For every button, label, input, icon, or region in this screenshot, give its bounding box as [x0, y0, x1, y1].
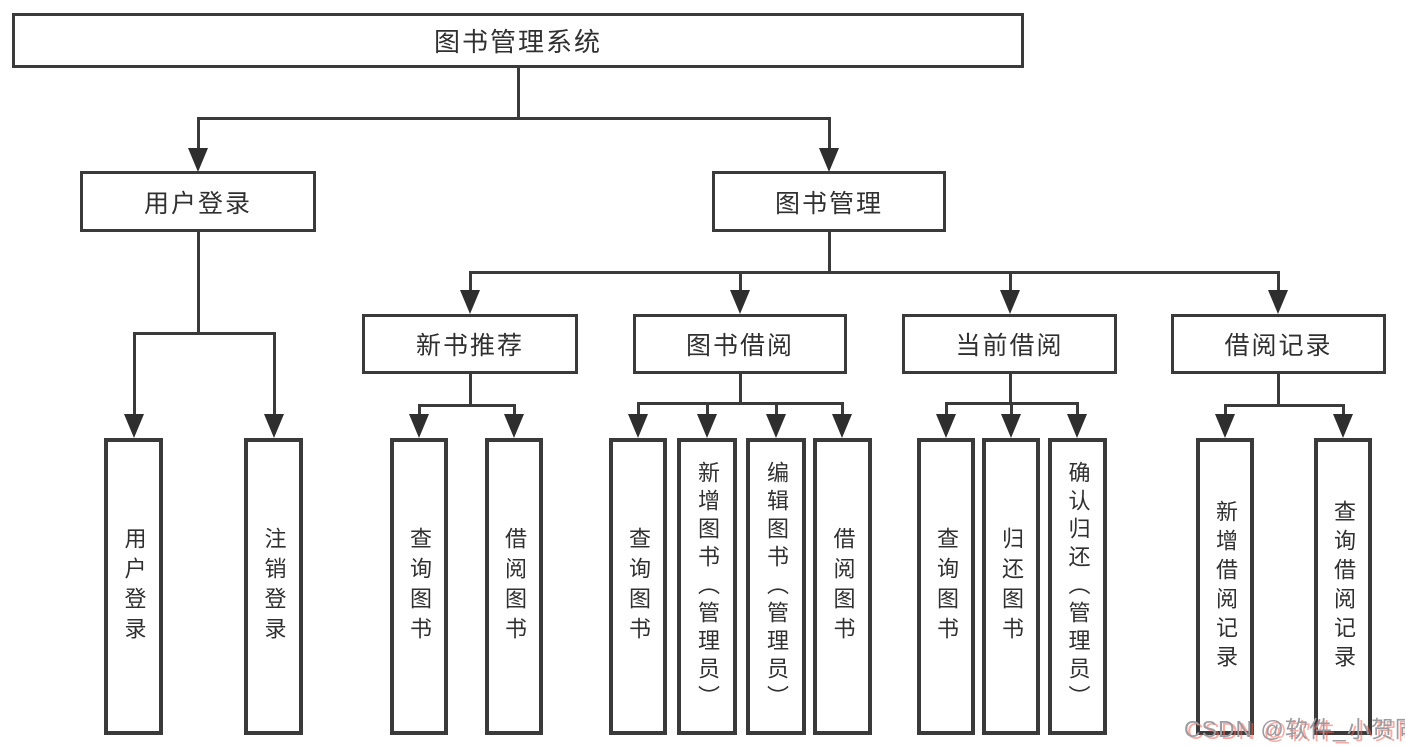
- connector-line-v: [774, 402, 778, 416]
- arrow-down-icon: [264, 414, 284, 438]
- connector-line-h: [1223, 403, 1345, 407]
- arrow-down-icon: [697, 414, 717, 438]
- leaf-label: 查询图书: [626, 526, 651, 647]
- arrow-down-icon: [188, 148, 208, 172]
- connector-line-v: [738, 374, 742, 404]
- arrow-down-icon: [1001, 414, 1021, 438]
- leaf-query-books-current: 查询图书: [917, 438, 975, 735]
- connector-line-v: [841, 402, 844, 416]
- connector-line-v: [1008, 374, 1012, 404]
- connector-line-v: [1009, 402, 1013, 416]
- leaf-label: 查询图书: [407, 526, 432, 647]
- arrow-down-icon: [1067, 414, 1087, 438]
- leaf-query-borrow-record: 查询借阅记录: [1314, 438, 1372, 735]
- connector-line-v: [827, 232, 831, 273]
- connector-line-v: [196, 232, 200, 333]
- leaf-label: 借阅图书: [502, 526, 527, 647]
- connector-line-v: [636, 402, 640, 416]
- leaf-user-login: 用户登录: [104, 438, 163, 735]
- connector-line-v: [738, 270, 742, 292]
- leaf-label: 新增借阅记录: [1213, 499, 1238, 674]
- node-book-management: 图书管理: [712, 171, 946, 232]
- connector-line-v: [944, 402, 948, 416]
- leaf-label: 借阅图书: [830, 526, 856, 647]
- leaf-return-book: 归还图书: [982, 438, 1040, 735]
- arrow-down-icon: [1000, 290, 1020, 314]
- connector-line-v: [1008, 270, 1012, 292]
- arrow-down-icon: [936, 414, 956, 438]
- connector-line-h: [468, 270, 1280, 274]
- connector-line-v: [1276, 374, 1280, 406]
- arrow-down-icon: [124, 414, 144, 438]
- node-user-login: 用户登录: [80, 171, 316, 232]
- leaf-label: 用户登录: [121, 526, 147, 647]
- connector-line-v: [1341, 403, 1345, 416]
- node-library-management-system: 图书管理系统: [12, 13, 1024, 68]
- leaf-label: 确认归还（管理员）: [1065, 460, 1091, 713]
- connector-line-v: [512, 403, 516, 416]
- leaf-add-borrow-record: 新增借阅记录: [1196, 438, 1254, 735]
- arrow-down-icon: [766, 414, 786, 438]
- arrow-down-icon: [1215, 414, 1235, 438]
- arrow-down-icon: [628, 414, 648, 438]
- leaf-label: 编辑图书（管理员）: [764, 460, 789, 713]
- connector-line-h: [636, 402, 844, 405]
- connector-line-v: [272, 331, 276, 416]
- arrow-down-icon: [409, 414, 429, 438]
- connector-line-v: [1276, 270, 1280, 292]
- leaf-label: 查询借阅记录: [1331, 499, 1356, 674]
- connector-line-v: [132, 331, 136, 416]
- leaf-borrow-books-borrowing: 借阅图书: [813, 438, 872, 735]
- node-book-borrowing: 图书借阅: [633, 314, 847, 374]
- connector-line-v: [1223, 403, 1227, 416]
- connector-line-v: [468, 270, 472, 292]
- connector-line-v: [196, 116, 200, 150]
- arrow-down-icon: [819, 148, 839, 172]
- leaf-logout: 注销登录: [244, 438, 303, 735]
- leaf-edit-book-admin: 编辑图书（管理员）: [746, 438, 806, 735]
- connector-line-v: [1076, 402, 1079, 416]
- node-current-borrowing: 当前借阅: [902, 314, 1117, 374]
- connector-line-v: [468, 374, 472, 406]
- connector-line-h: [196, 116, 831, 120]
- connector-line-v: [705, 402, 709, 416]
- arrow-down-icon: [832, 414, 852, 438]
- arrow-down-icon: [460, 290, 480, 314]
- leaf-label: 归还图书: [999, 526, 1024, 647]
- arrow-down-icon: [1333, 414, 1353, 438]
- arrow-down-icon: [730, 290, 750, 314]
- connector-line-v: [516, 68, 520, 119]
- csdn-watermark: CSDN @软件_小贺同学: [1184, 716, 1405, 742]
- node-new-book-recommendation: 新书推荐: [362, 314, 578, 374]
- leaf-add-book-admin: 新增图书（管理员）: [677, 438, 737, 735]
- leaf-label: 注销登录: [261, 526, 287, 647]
- leaf-query-books-borrowing: 查询图书: [609, 438, 667, 735]
- leaf-label: 查询图书: [934, 526, 959, 647]
- connector-line-v: [417, 403, 421, 416]
- leaf-query-books-recommend: 查询图书: [390, 438, 448, 735]
- arrow-down-icon: [504, 414, 524, 438]
- arrow-down-icon: [1268, 290, 1288, 314]
- leaf-borrow-books-recommend: 借阅图书: [485, 438, 543, 735]
- connector-line-v: [827, 116, 831, 150]
- connector-line-h: [132, 331, 276, 335]
- leaf-label: 新增图书（管理员）: [695, 460, 720, 713]
- leaf-confirm-return-admin: 确认归还（管理员）: [1048, 438, 1107, 735]
- node-borrowing-records: 借阅记录: [1171, 314, 1386, 374]
- connector-line-h: [417, 403, 516, 407]
